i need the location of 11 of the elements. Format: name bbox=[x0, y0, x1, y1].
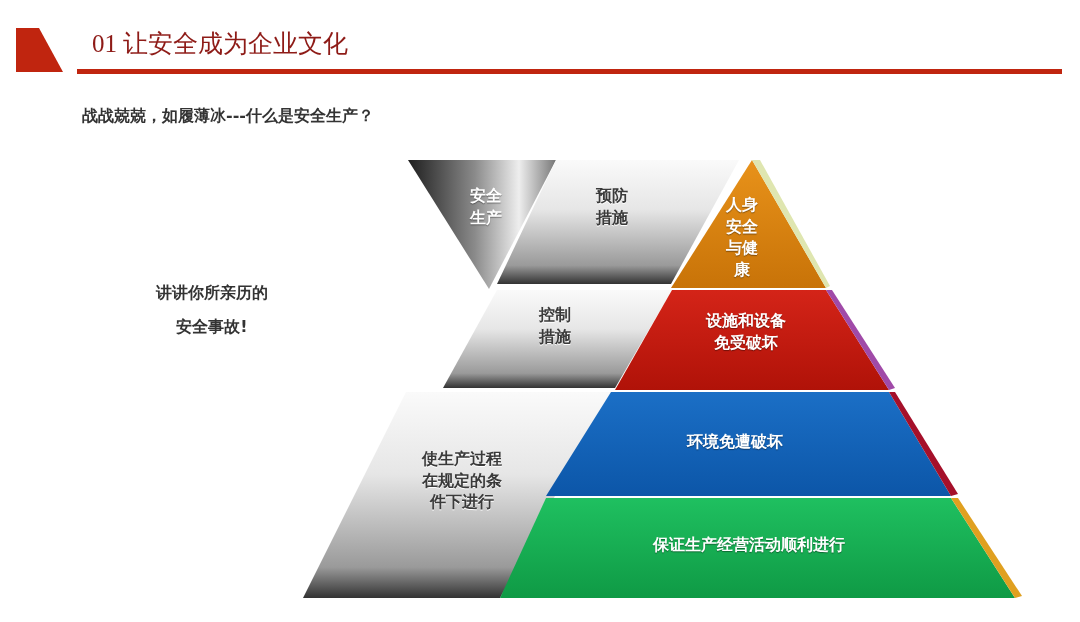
pyramid-label: 环境免遭破坏 bbox=[687, 431, 783, 453]
pyramid-label: 安全生产 bbox=[468, 185, 503, 229]
subtitle: 战战兢兢，如履薄冰---什么是安全生产？ bbox=[82, 106, 374, 127]
pyramid-label: 使生产过程在规定的条件下进行 bbox=[420, 447, 503, 513]
discussion-prompt: 讲讲你所亲历的安全事故! bbox=[154, 282, 269, 338]
pyramid-label: 设施和设备免受破坏 bbox=[704, 310, 787, 354]
pyramid-label: 预防措施 bbox=[594, 185, 629, 229]
pyramid-label: 人身安全与健康 bbox=[725, 193, 759, 281]
pyramid-label: 保证生产经营活动顺利进行 bbox=[653, 534, 845, 556]
page-title: 01 让安全成为企业文化 bbox=[92, 29, 349, 59]
pyramid-label: 控制措施 bbox=[537, 304, 572, 348]
